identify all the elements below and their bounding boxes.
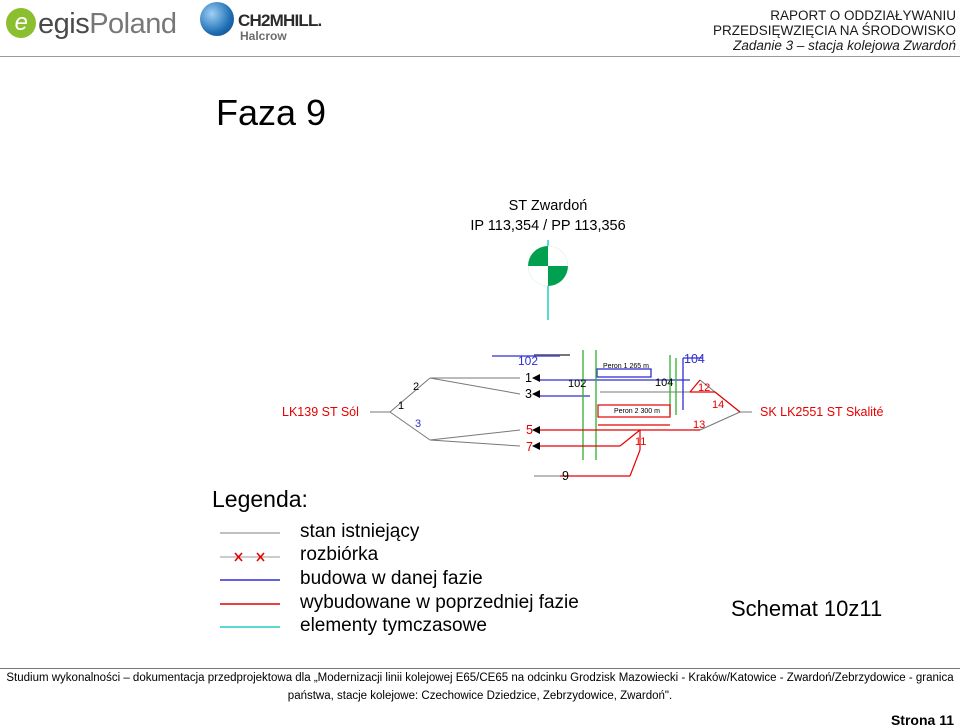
platform-1-label: Peron 1 265 m (603, 363, 649, 370)
track-end-arrows (532, 374, 540, 450)
schema-label: Schemat 10z11 (731, 596, 883, 621)
switch-label-104: 104 (655, 377, 674, 389)
switch-label-14: 14 (712, 399, 725, 411)
report-header: RAPORT O ODDZIAŁYWANIU PRZEDSIĘWZIĘCIA N… (712, 8, 956, 53)
track-label-3: 3 (525, 387, 532, 401)
legend-item-demolition: rozbiórka (300, 544, 379, 565)
legend-item-previous: wybudowane w poprzedniej fazie (300, 592, 579, 613)
footer-divider (0, 668, 960, 669)
demolition-cross-icon (234, 552, 265, 562)
left-station-label: LK139 ST Sól (282, 405, 359, 419)
egis-logo-icon: e (6, 8, 36, 38)
legend-symbols (220, 532, 280, 628)
track-label-1: 1 (525, 371, 532, 385)
existing-tracks (370, 354, 752, 477)
previous-phase-tracks (540, 379, 741, 477)
switch-label-3: 3 (415, 418, 422, 430)
station-title: ST Zwardoń IP 113,354 / PP 113,356 (470, 198, 626, 234)
switch-label-11: 11 (635, 436, 647, 448)
platform-2-label: Peron 2 300 m (614, 408, 660, 415)
legend-item-temporary: elementy tymczasowe (300, 615, 487, 636)
switch-label-2: 2 (413, 381, 420, 393)
track-label-104: 104 (684, 352, 705, 366)
legend-title: Legenda: (212, 486, 308, 512)
track-label-102: 102 (518, 354, 539, 368)
legend-item-existing: stan istniejący (300, 521, 420, 542)
switch-label-12: 12 (698, 382, 711, 394)
new-tracks (492, 355, 703, 410)
track-label-5: 5 (526, 423, 533, 437)
footer-text-line1: Studium wykonalności – dokumentacja prze… (6, 672, 954, 684)
globe-icon (200, 2, 234, 36)
track-label-9: 9 (562, 469, 569, 483)
switch-label-102: 102 (568, 378, 587, 390)
page-number: Strona 11 (890, 712, 954, 728)
header-divider (0, 56, 960, 57)
track-label-7: 7 (526, 440, 533, 454)
station-symbol-icon (528, 240, 568, 320)
switch-label-1: 1 (398, 400, 405, 412)
legend-item-new: budowa w danej fazie (300, 568, 483, 589)
footer-text-line2: państwa, stacje kolejowe: Czechowice Dzi… (287, 690, 673, 702)
switch-label-13: 13 (693, 419, 706, 431)
right-station-label: SK LK2551 ST Skalité (760, 405, 884, 419)
page-title: Faza 9 (216, 92, 327, 133)
